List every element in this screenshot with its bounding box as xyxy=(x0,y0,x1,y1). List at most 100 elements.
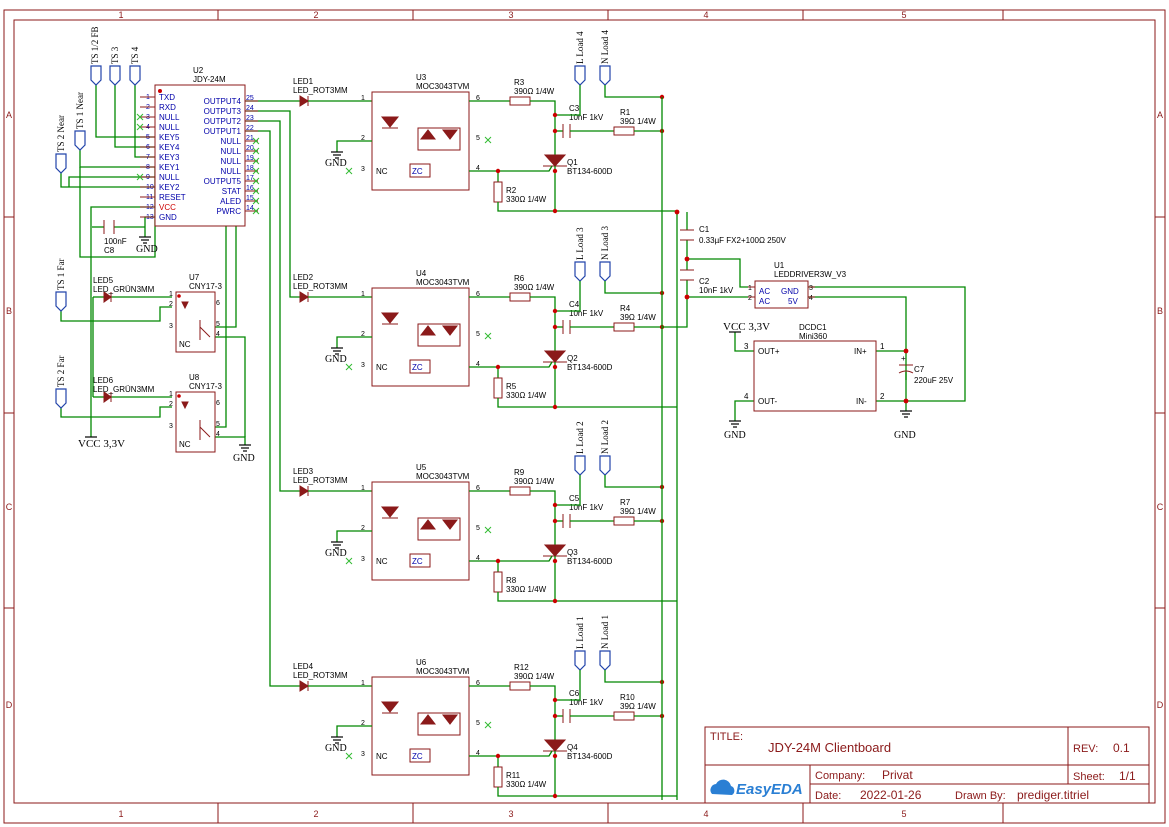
moc-value: MOC3043TVM xyxy=(416,82,470,91)
pin-number: 4 xyxy=(476,555,480,562)
triac-channel-2[interactable]: LED2LED_ROT3MMU4MOC3043TVMZCNC123654GNDR… xyxy=(293,226,677,410)
pin-number: 6 xyxy=(216,300,220,307)
gnd-label: GND xyxy=(894,430,916,441)
port-n1[interactable]: N Load 1 xyxy=(599,615,611,671)
c7-plus: + xyxy=(901,354,906,363)
led-ref: LED5 xyxy=(93,276,114,285)
gate-resistor-value: 330Ω 1/4W xyxy=(506,585,547,594)
u1-pin-num: 4 xyxy=(809,295,813,302)
u1-pin-ac: AC xyxy=(759,297,770,306)
u2-jdy24m[interactable]: U2 JDY-24M TXD1RXD2NULL3NULL4KEY55KEY46K… xyxy=(136,66,260,227)
opto-nc: NC xyxy=(179,340,191,349)
u2-name: JDY-24M xyxy=(193,75,226,84)
gnd-label: GND xyxy=(325,354,347,365)
u2-pin-name: ALED xyxy=(220,197,241,206)
moc-zc: ZC xyxy=(412,167,423,176)
row-label-right: C xyxy=(1157,502,1164,512)
rev-value: 0.1 xyxy=(1113,741,1130,755)
pin-number: 3 xyxy=(169,423,173,430)
col-label-bottom: 3 xyxy=(508,809,513,819)
col-label-bottom: 5 xyxy=(901,809,906,819)
pin-number: 2 xyxy=(361,331,365,338)
port-label: N Load 3 xyxy=(600,226,610,260)
u2-ref: U2 xyxy=(193,66,204,75)
pin-number: 3 xyxy=(169,323,173,330)
triac-channel-3[interactable]: LED3LED_ROT3MMU5MOC3043TVMZCNC123654GNDR… xyxy=(293,420,677,604)
triac-ref: Q2 xyxy=(567,354,578,363)
led-ref: LED4 xyxy=(293,662,314,671)
resistor-ref: R9 xyxy=(514,468,525,477)
col-label-top: 5 xyxy=(901,10,906,20)
snubber-cap-ref: C5 xyxy=(569,494,580,503)
u2-pin-name: KEY5 xyxy=(159,133,180,142)
pin-number: 5 xyxy=(476,720,480,727)
u2-pin-name: KEY4 xyxy=(159,143,180,152)
port-ts2far[interactable]: TS 2 Far xyxy=(55,355,67,409)
moc-nc: NC xyxy=(376,167,388,176)
led-ref: LED2 xyxy=(293,273,314,282)
port-ts4[interactable]: TS 4 xyxy=(129,46,141,86)
port-n4[interactable]: N Load 4 xyxy=(599,30,611,86)
gnd-label: GND xyxy=(724,430,746,441)
c8-capacitor[interactable]: 100nF C8 xyxy=(103,220,127,255)
dcdc-pin-inm: IN- xyxy=(856,397,867,406)
pin-number: 3 xyxy=(361,751,365,758)
port-ts2near[interactable]: TS 2 Near xyxy=(55,115,67,174)
gate-resistor-ref: R5 xyxy=(506,382,517,391)
pin-number: 2 xyxy=(361,525,365,532)
easyeda-logo: EasyEDA xyxy=(736,781,803,798)
triac-channel-1[interactable]: LED1LED_ROT3MMU3MOC3043TVMZCNC123654GNDR… xyxy=(293,30,677,214)
port-l1[interactable]: L Load 1 xyxy=(574,616,586,671)
triac-channel-4[interactable]: LED4LED_ROT3MMU6MOC3043TVMZCNC123654GNDR… xyxy=(293,615,677,799)
date-label: Date: xyxy=(815,790,841,802)
u1-pin-num: 2 xyxy=(748,295,752,302)
port-l2[interactable]: L Load 2 xyxy=(574,421,586,476)
u1-pin-num: 3 xyxy=(809,285,813,292)
pin-number: 2 xyxy=(361,135,365,142)
schematic-title: JDY-24M Clientboard xyxy=(768,740,891,755)
pin-number: 3 xyxy=(361,362,365,369)
u2-pin-number: 20 xyxy=(246,145,254,152)
pin-number: 4 xyxy=(476,750,480,757)
triac-ref: Q4 xyxy=(567,743,578,752)
led-ref: LED6 xyxy=(93,376,114,385)
snubber-cap-value: 10nF 1kV xyxy=(569,503,604,512)
pin-number: 6 xyxy=(476,485,480,492)
port-label: L Load 2 xyxy=(575,421,585,454)
company-value: Privat xyxy=(882,768,913,782)
port-n2[interactable]: N Load 2 xyxy=(599,420,611,476)
led-value: LED_GRÜN3MM xyxy=(93,385,155,394)
moc-ref: U5 xyxy=(416,463,427,472)
port-l4[interactable]: L Load 4 xyxy=(574,31,586,86)
port-ts12fb[interactable]: TS 1/2 FB xyxy=(90,26,102,86)
c2-capacitor[interactable]: C2 10nF 1kV xyxy=(680,269,734,295)
c7-capacitor[interactable]: + C7 220uF 25V xyxy=(898,351,954,385)
port-ts3[interactable]: TS 3 xyxy=(109,46,121,86)
pin-number: 5 xyxy=(476,331,480,338)
snubber-cap-value: 10nF 1kV xyxy=(569,698,604,707)
port-ts1near[interactable]: TS 1 Near xyxy=(74,92,86,151)
u2-pin-number: 19 xyxy=(246,155,254,162)
u2-pin-name: GND xyxy=(159,213,177,222)
col-label-top: 4 xyxy=(703,10,708,20)
pin-number: 2 xyxy=(169,401,173,408)
dcdc-mini360[interactable]: DCDC1 Mini360 OUT+ OUT- IN+ IN- 3 4 1 2 xyxy=(744,323,885,412)
moc-nc: NC xyxy=(376,363,388,372)
title-label: TITLE: xyxy=(710,731,743,743)
pin-number: 2 xyxy=(361,720,365,727)
date-value: 2022-01-26 xyxy=(860,788,922,802)
pin-number: 4 xyxy=(216,431,220,438)
port-l3[interactable]: L Load 3 xyxy=(574,227,586,282)
resistor-value: 390Ω 1/4W xyxy=(514,87,555,96)
u1-pin-gnd: GND xyxy=(781,287,799,296)
sheet-value: 1/1 xyxy=(1119,769,1136,783)
c1-capacitor[interactable]: C1 0.33µF FX2+100Ω 250V xyxy=(680,225,787,245)
u1-leddriver[interactable]: U1 LEDDRIVER3W_V3 AC AC GND 5V 1 2 3 4 xyxy=(748,261,847,309)
vcc-symbol: VCC 3,3V xyxy=(78,436,125,450)
port-n3[interactable]: N Load 3 xyxy=(599,226,611,282)
port-ts1far[interactable]: TS 1 Far xyxy=(55,258,67,312)
triac-value: BT134-600D xyxy=(567,752,613,761)
u2-pin-name: OUTPUT5 xyxy=(204,177,242,186)
